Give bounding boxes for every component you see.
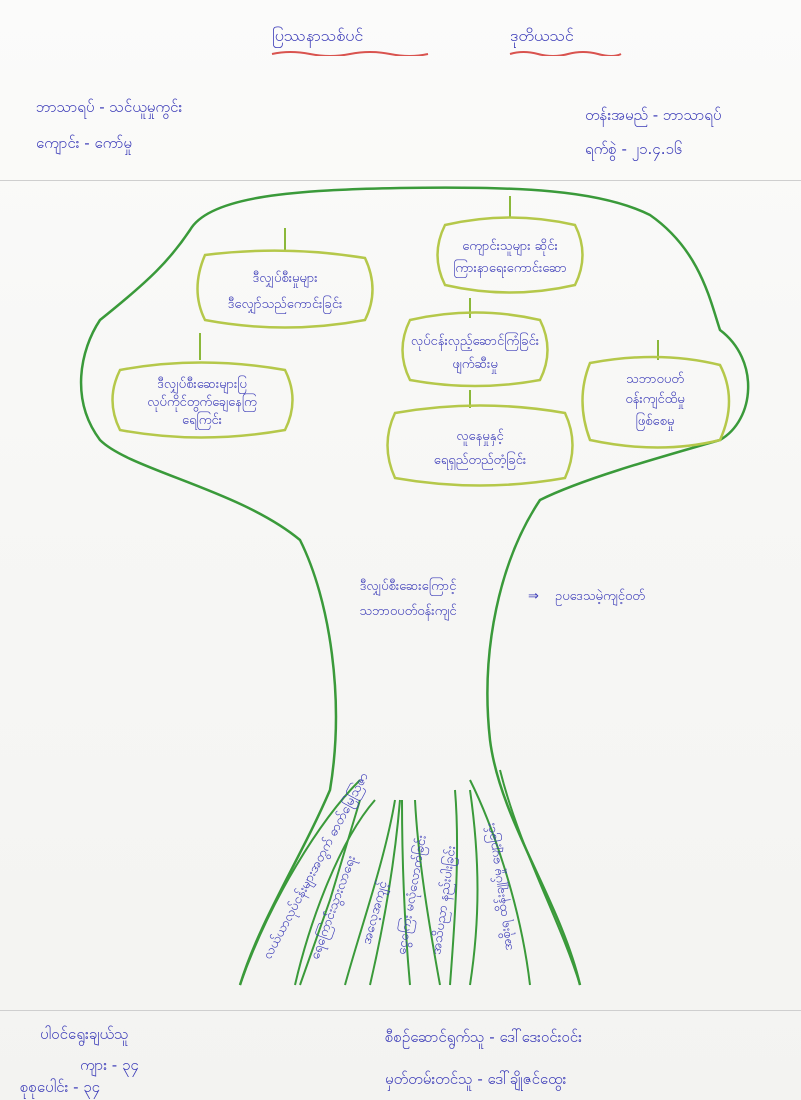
title-left: ပြဿနာသစ်ပင် [272, 26, 364, 45]
bubble-6 [386, 404, 574, 487]
recorder-line: မှတ်တမ်းတင်သူ - ဒေါ်ချိုဇင်ထွေး [385, 1070, 567, 1088]
trunk-result: ဥပဒေသမဲ့ကျင့်ဝတ် [555, 588, 645, 606]
trunk-texts: ဒီလျှပ်စီးဆေးကြောင့် သဘာဝပတ်ဝန်းကျင် ⇒ ဥ… [359, 577, 645, 621]
title-right-underline [509, 51, 622, 56]
footer-divider [0, 1010, 801, 1011]
bubble-5-line1: သဘာဝပတ် [626, 371, 684, 387]
bubble-4-line3: ရေကြင်း [182, 411, 222, 430]
bubble-1 [436, 216, 584, 294]
tree-canopy-outline [79, 186, 750, 986]
trunk-line2: သဘာဝပတ်ဝန်းကျင် [359, 603, 457, 621]
bubble-3-line1: လုပ်ငန်းလှည့်ဆောင်ကြံခြင်း [411, 332, 539, 351]
root-text-6: အစိုးရ ထိန်းချုပ်မှု ပျော့ခြင်း [481, 822, 518, 952]
bubble-2 [196, 249, 374, 329]
subject-line: ဘာသာရပ် - သင်ယူမှုကွင်း [36, 98, 183, 116]
bubble-texts: ကျောင်းသူများ ဆိုင်း ကြားနာရေးကောင်းဆော … [147, 238, 684, 470]
trunk-line1: ဒီလျှပ်စီးဆေးကြောင့် [360, 577, 458, 596]
bubble-5 [581, 355, 731, 449]
title-right: ဒုတိယသင် [510, 26, 574, 45]
tree-roots [239, 769, 581, 986]
root-text-3: အလေ့အကျင့် [358, 878, 392, 946]
participants-total: စုစုပေါင်း - ၃၄ [20, 1078, 101, 1096]
bubble-4 [111, 361, 294, 439]
bubble-4-line1: ဒီလျှပ်စီးဆေးများပြ [157, 375, 247, 394]
trunk-arrow: ⇒ [528, 589, 539, 604]
facilitator-line: စီစဉ်ဆောင်ရွက်သူ - ဒေါ်ဒေးဝင်းဝင်း [385, 1028, 582, 1046]
bubble-6-line2: ရေရှည်တည်တံ့ခြင်း [434, 451, 526, 470]
bubble-4-line2: လုပ်ကိုင်တွက်ချေနေကြ [147, 393, 257, 412]
bubble-3-line2: ဖျက်ဆီးမှု [452, 356, 498, 374]
bubble-5-line3: ဖြစ်စေမှု [636, 412, 675, 431]
participants-label: ပါဝင်ရွေးချယ်သူ [40, 1025, 129, 1043]
bubble-1-line2: ကြားနာရေးကောင်းဆော [453, 259, 567, 278]
class-line: တန်းအမည် - ဘာသာရပ် [585, 106, 722, 124]
bubble-6-line1: လူနေမှုနှင့် [456, 428, 504, 446]
bubble-1-line1: ကျောင်းသူများ ဆိုင်း [462, 238, 558, 256]
bubble-2-line1: ဒီလျှပ်စီးမှုများ [252, 270, 317, 288]
header-divider [0, 180, 801, 181]
bubbles [111, 216, 731, 487]
bubble-5-line2: ဝန်းကျင်ထိမှု [625, 391, 684, 409]
participants-male: ကျား - ၃၄ [80, 1056, 139, 1074]
school-line: ကျောင်း - ကော်မှု [36, 134, 132, 152]
bubble-3 [401, 311, 549, 388]
title-left-underline [271, 51, 429, 56]
date-line: ရက်စွဲ - ၂၁.၄.၁၆ [585, 140, 683, 158]
bubble-2-line2: ဒီလျှော်သည်ကောင်းခြင်း [228, 295, 343, 314]
